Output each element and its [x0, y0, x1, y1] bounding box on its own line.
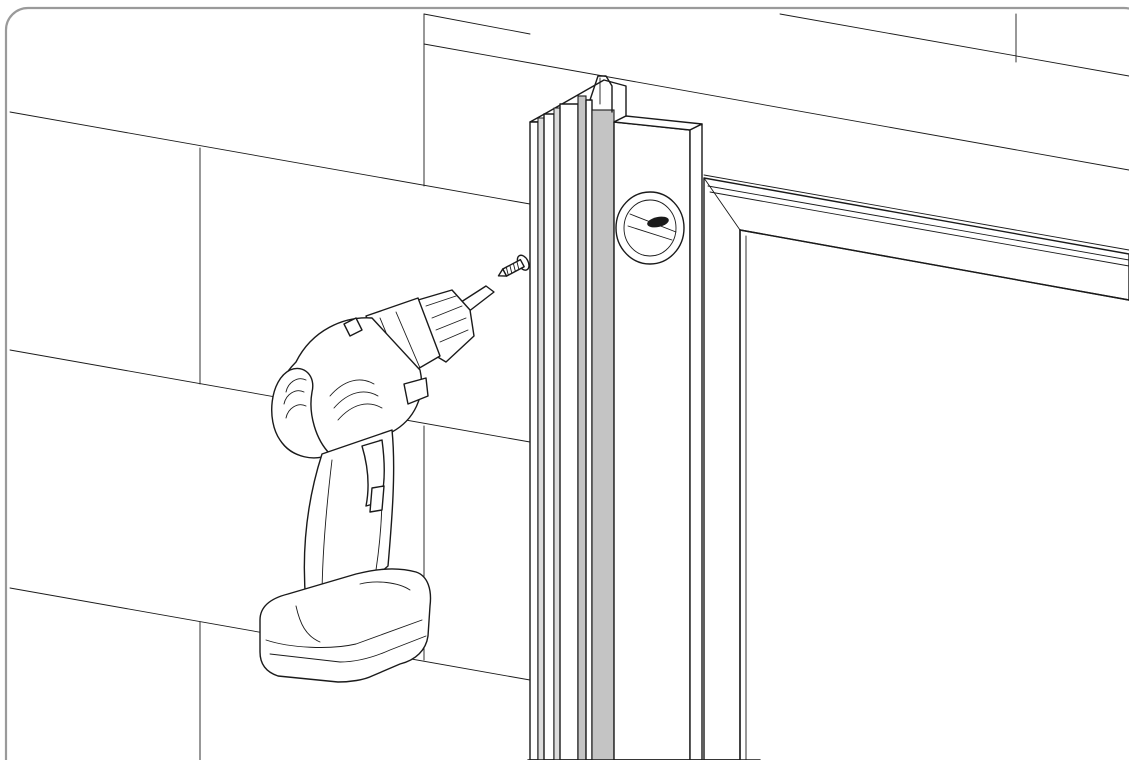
- cordless-drill-icon: [259, 285, 495, 683]
- shower-panel-icon: [703, 177, 1129, 760]
- fixing-hole-icon: [615, 191, 685, 265]
- screw-icon: [497, 254, 530, 277]
- frame-border: [4, 6, 1129, 760]
- wall-profile-icon: [527, 75, 761, 760]
